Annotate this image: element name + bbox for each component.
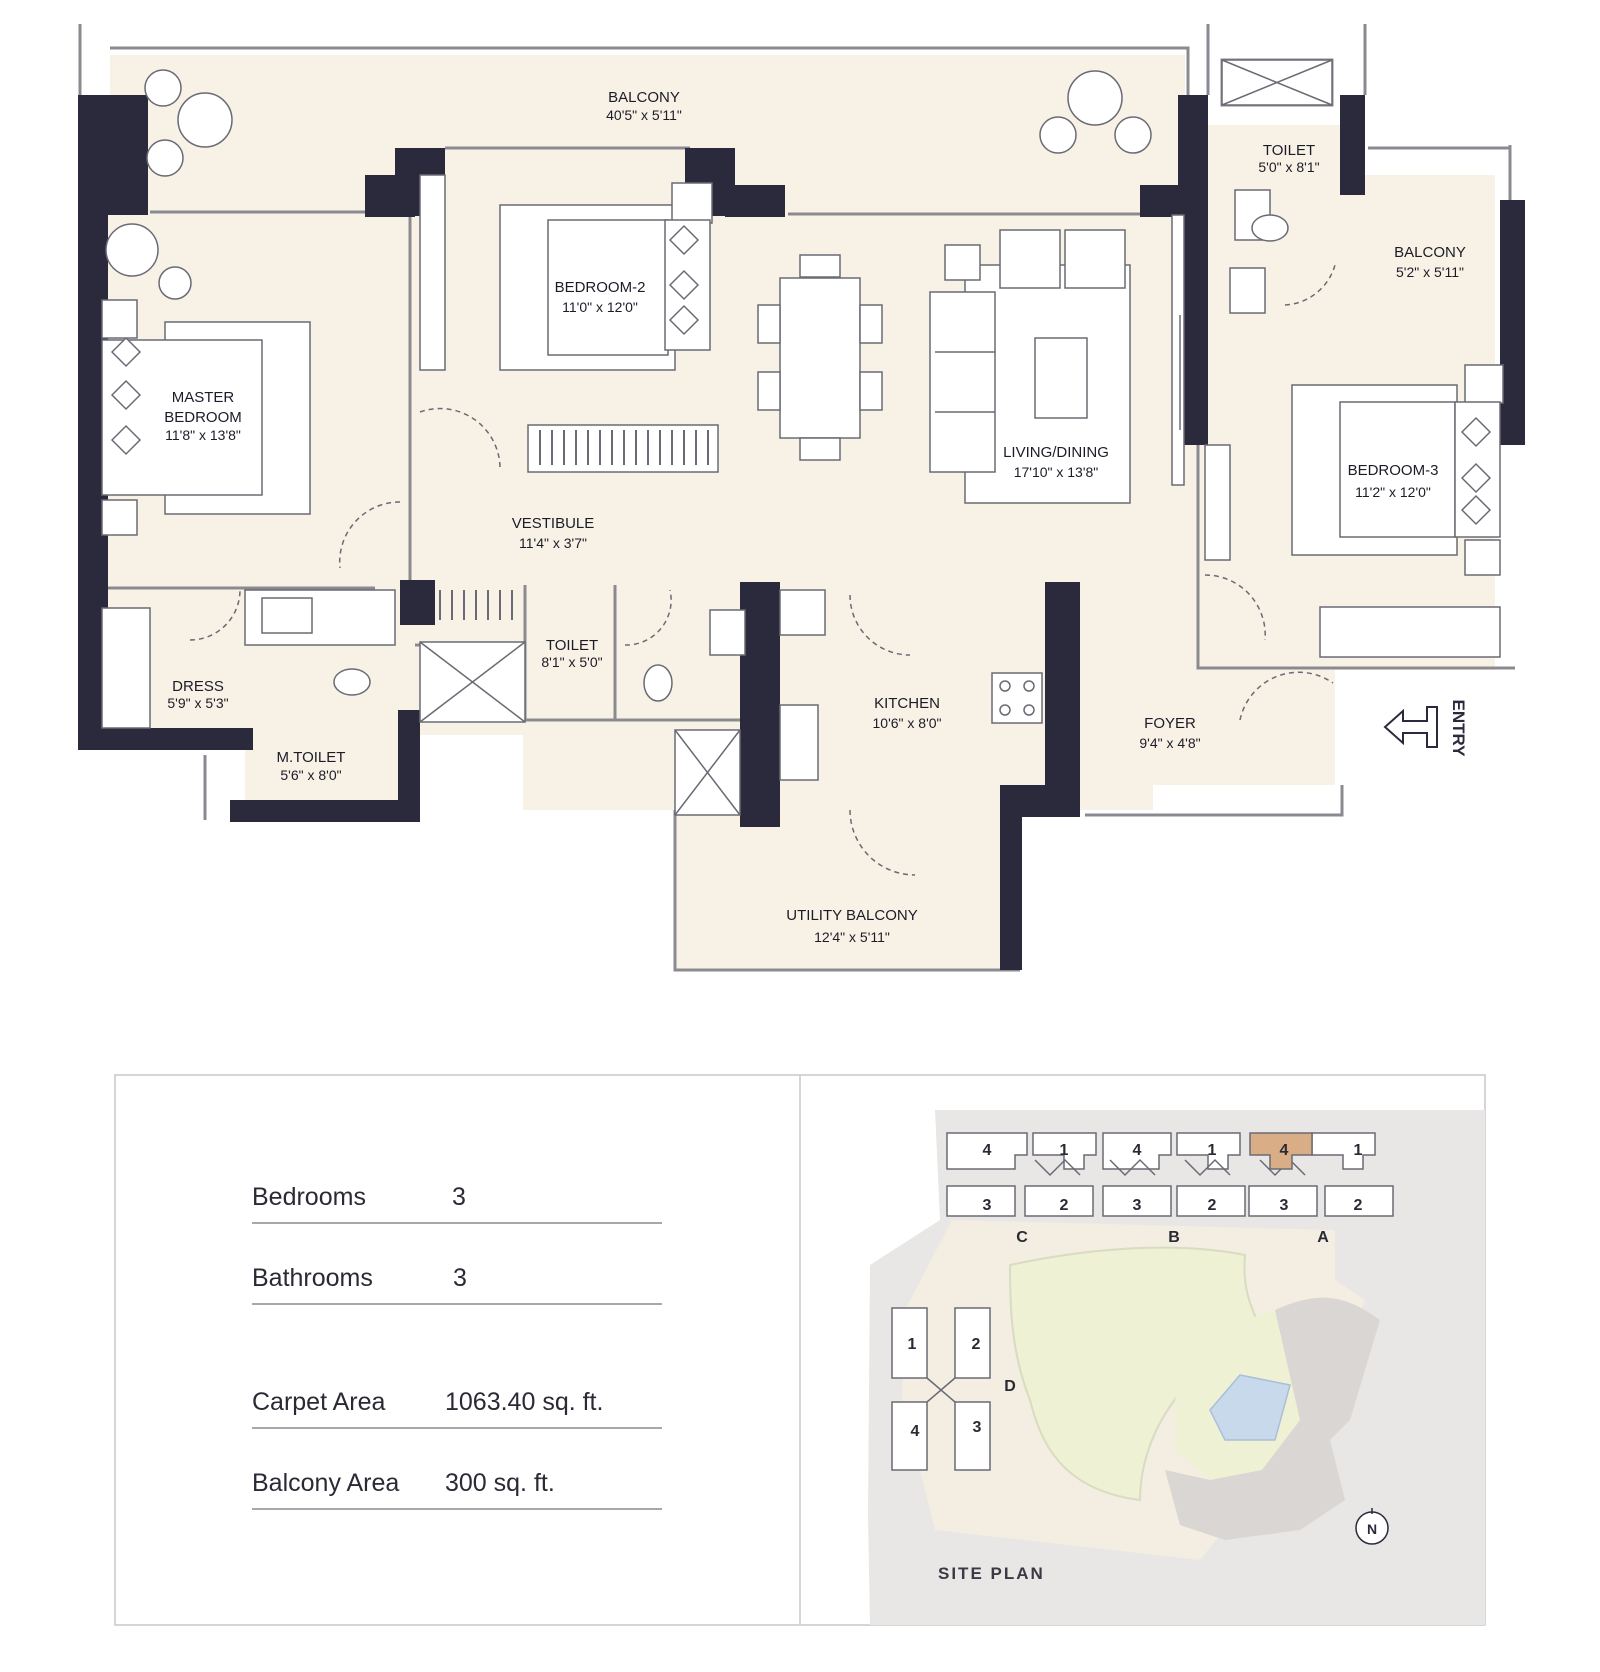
unit-number: 1 <box>908 1336 917 1353</box>
room-dim-toilet-3: 5'0" x 8'1" <box>1258 159 1319 175</box>
room-dim-balcony-small: 5'2" x 5'11" <box>1396 264 1464 280</box>
unit-number: 3 <box>1280 1197 1289 1214</box>
room-name-toilet-2: TOILET <box>546 637 598 654</box>
room-name-dress: DRESS <box>172 678 224 695</box>
unit-number: 3 <box>983 1197 992 1214</box>
room-dim-bedroom-2: 11'0" x 12'0" <box>562 299 638 315</box>
unit-number: 4 <box>983 1142 992 1159</box>
unit-number: 1 <box>1060 1142 1069 1159</box>
tower-label: A <box>1317 1229 1329 1246</box>
unit-number-highlighted: 4 <box>1280 1142 1289 1159</box>
room-name-kitchen: KITCHEN <box>874 695 940 712</box>
spec-label-balcony-area: Balcony Area <box>252 1469 399 1497</box>
spec-value-bedrooms: 3 <box>452 1183 466 1211</box>
unit-number: 4 <box>911 1423 920 1440</box>
door-swings <box>189 264 1336 876</box>
room-dim-toilet-2: 8'1" x 5'0" <box>541 654 602 670</box>
room-name-m-toilet: M.TOILET <box>277 749 346 766</box>
floor-plan: ENTRY BALCONY 40'5" x 5'11" TOILET 5'0" … <box>78 24 1525 972</box>
room-labels: BALCONY 40'5" x 5'11" TOILET 5'0" x 8'1"… <box>164 89 1466 945</box>
entry-arrow-icon <box>1383 706 1438 748</box>
site-unit-numbers: 4 1 4 1 4 1 3 2 3 2 3 2 C B A 1 2 4 3 D <box>908 1142 1363 1440</box>
spec-label-carpet-area: Carpet Area <box>252 1388 386 1416</box>
spec-label-bathrooms: Bathrooms <box>252 1264 373 1292</box>
tower-blocks <box>891 1132 1394 1471</box>
room-dim-utility-balcony: 12'4" x 5'11" <box>814 929 890 945</box>
room-dim-living: 17'10" x 13'8" <box>1014 464 1099 480</box>
room-name-utility-balcony: UTILITY BALCONY <box>786 907 917 924</box>
spec-list: Bedrooms 3 Bathrooms 3 Carpet Area 1063.… <box>252 1183 662 1510</box>
balcony-furniture <box>144 59 1333 177</box>
room-dim-m-toilet: 5'6" x 8'0" <box>280 767 341 783</box>
highlighted-unit <box>1249 1132 1313 1170</box>
site-plan: 4 1 4 1 4 1 3 2 3 2 3 2 C B A 1 2 4 3 D … <box>868 1110 1485 1625</box>
unit-number: 3 <box>973 1419 982 1436</box>
living-set <box>929 214 1185 504</box>
room-dim-balcony: 40'5" x 5'11" <box>606 107 682 123</box>
unit-number: 3 <box>1133 1197 1142 1214</box>
unit-number: 4 <box>1133 1142 1142 1159</box>
room-dim-bedroom-3: 11'2" x 12'0" <box>1355 484 1431 500</box>
structural-walls <box>78 95 1525 970</box>
unit-number: 2 <box>972 1336 981 1353</box>
north-compass-icon <box>1355 1508 1389 1545</box>
room-dim-dress: 5'9" x 5'3" <box>167 695 228 711</box>
room-dim-master: 11'8" x 13'8" <box>165 427 241 443</box>
room-name-master-2: BEDROOM <box>164 409 242 426</box>
north-label: N <box>1367 1521 1377 1537</box>
room-dim-kitchen: 10'6" x 8'0" <box>873 715 942 731</box>
clubhouse-building <box>1165 1297 1380 1540</box>
spec-label-bedrooms: Bedrooms <box>252 1183 366 1211</box>
spec-value-carpet-area: 1063.40 sq. ft. <box>445 1388 603 1416</box>
room-name-balcony-small: BALCONY <box>1394 244 1466 261</box>
room-name-bedroom-3: BEDROOM-3 <box>1348 462 1439 479</box>
pool <box>1209 1374 1291 1441</box>
wet-area-fixtures <box>244 189 1289 816</box>
dining-set <box>757 254 883 461</box>
tower-label: D <box>1004 1378 1016 1395</box>
unit-number: 1 <box>1208 1142 1217 1159</box>
room-name-foyer: FOYER <box>1144 715 1196 732</box>
room-dim-foyer: 9'4" x 4'8" <box>1139 735 1200 751</box>
spec-value-balcony-area: 300 sq. ft. <box>445 1469 555 1497</box>
room-name-living: LIVING/DINING <box>1003 444 1109 461</box>
unit-number: 2 <box>1208 1197 1217 1214</box>
bedroom-3-furniture <box>1204 364 1504 658</box>
room-name-bedroom-2: BEDROOM-2 <box>555 279 646 296</box>
room-dim-vestibule: 11'4" x 3'7" <box>519 535 587 551</box>
room-name-balcony: BALCONY <box>608 89 680 106</box>
site-plan-title: SITE PLAN <box>938 1564 1045 1583</box>
unit-number: 1 <box>1354 1142 1363 1159</box>
tower-label: C <box>1016 1229 1028 1246</box>
unit-number: 2 <box>1060 1197 1069 1214</box>
room-name-toilet-3: TOILET <box>1263 142 1315 159</box>
entry-label: ENTRY <box>1449 700 1468 758</box>
spec-value-bathrooms: 3 <box>453 1264 467 1292</box>
unit-number: 2 <box>1354 1197 1363 1214</box>
room-name-master-1: MASTER <box>172 389 235 406</box>
tower-label: B <box>1168 1229 1180 1246</box>
master-furniture <box>101 223 311 729</box>
room-name-vestibule: VESTIBULE <box>512 515 595 532</box>
